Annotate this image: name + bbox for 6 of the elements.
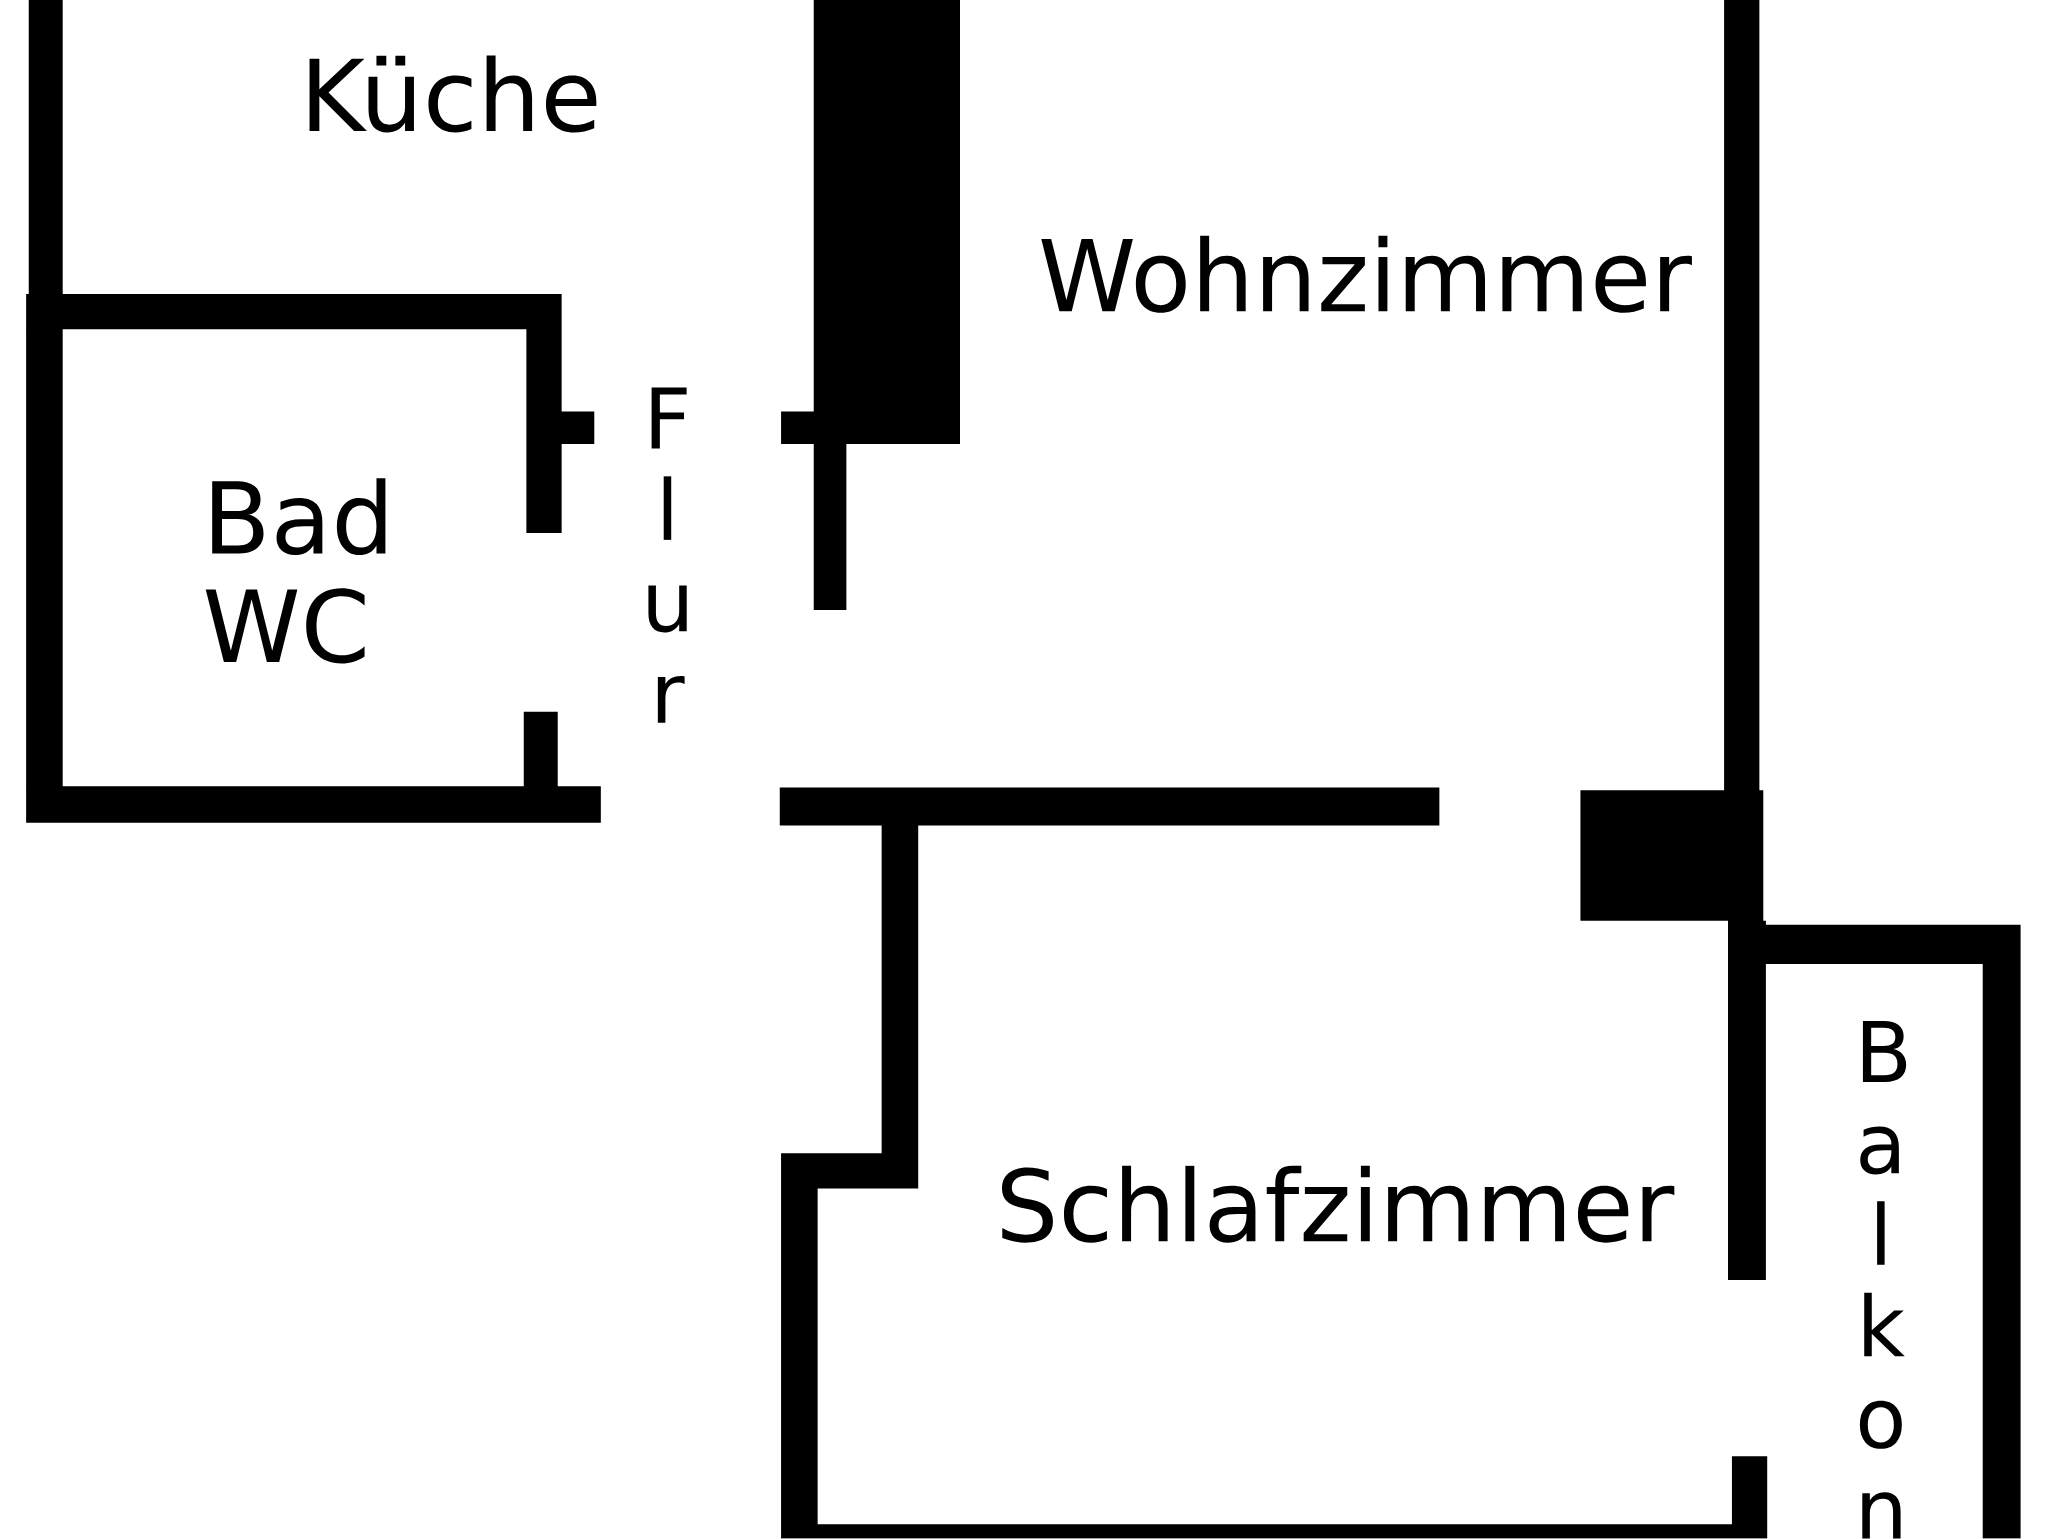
room-label: Schlafzimmer	[1002, 1166, 1675, 1243]
room-label: Bad WC	[205, 478, 386, 664]
room-label: Flur	[648, 387, 687, 723]
room-label: Wohnzimmer	[1041, 236, 1692, 313]
room-label: Küche	[309, 55, 597, 133]
room-label: Balkon	[1859, 1021, 1907, 1539]
